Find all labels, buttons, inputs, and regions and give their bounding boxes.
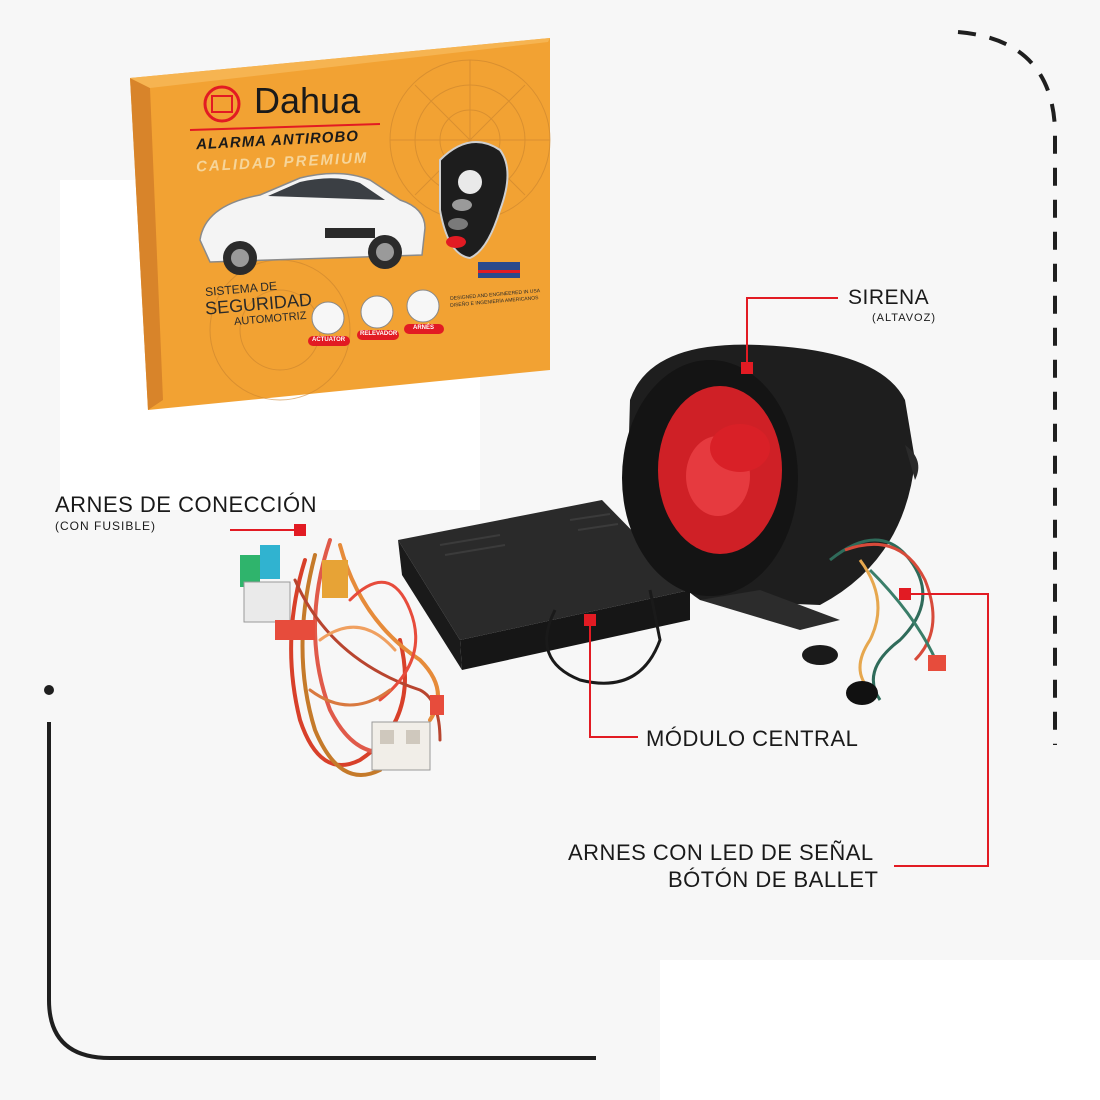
led-harness-image [802,538,946,705]
label-sirena-sub: (ALTAVOZ) [872,312,936,324]
car-image [199,172,426,275]
central-module-image [398,500,690,685]
fuse-icons [240,545,444,771]
dot-decoration [44,685,54,695]
dashed-arc-decoration [957,30,1057,745]
label-arnes: ARNES DE CONECCIÓN [55,492,318,517]
solid-corner-line-decoration [47,722,596,1060]
callout-markers [294,362,911,626]
label-sirena: SIRENA [848,286,930,309]
background-panel [660,960,1100,1100]
label-led-line2: BÓTÓN DE BALLET [668,867,879,892]
label-led-line1: ARNES CON LED DE SEÑAL [568,840,874,865]
box-brand: Dahua [254,80,361,121]
label-modulo: MÓDULO CENTRAL [646,726,859,751]
callout-lines [230,297,989,867]
remote-control-icon [439,141,509,260]
label-arnes-sub: (CON FUSIBLE) [55,519,157,533]
product-box [130,38,551,410]
siren-speaker-image [622,344,919,630]
box-badge-relevador: RELEVADOR [360,331,398,337]
accessory-icons [308,289,444,346]
box-badge-actuator: ACTUATOR [312,337,346,343]
brand-logo-icon [203,85,241,123]
box-badge-arnes: ARNÉS [413,325,435,331]
